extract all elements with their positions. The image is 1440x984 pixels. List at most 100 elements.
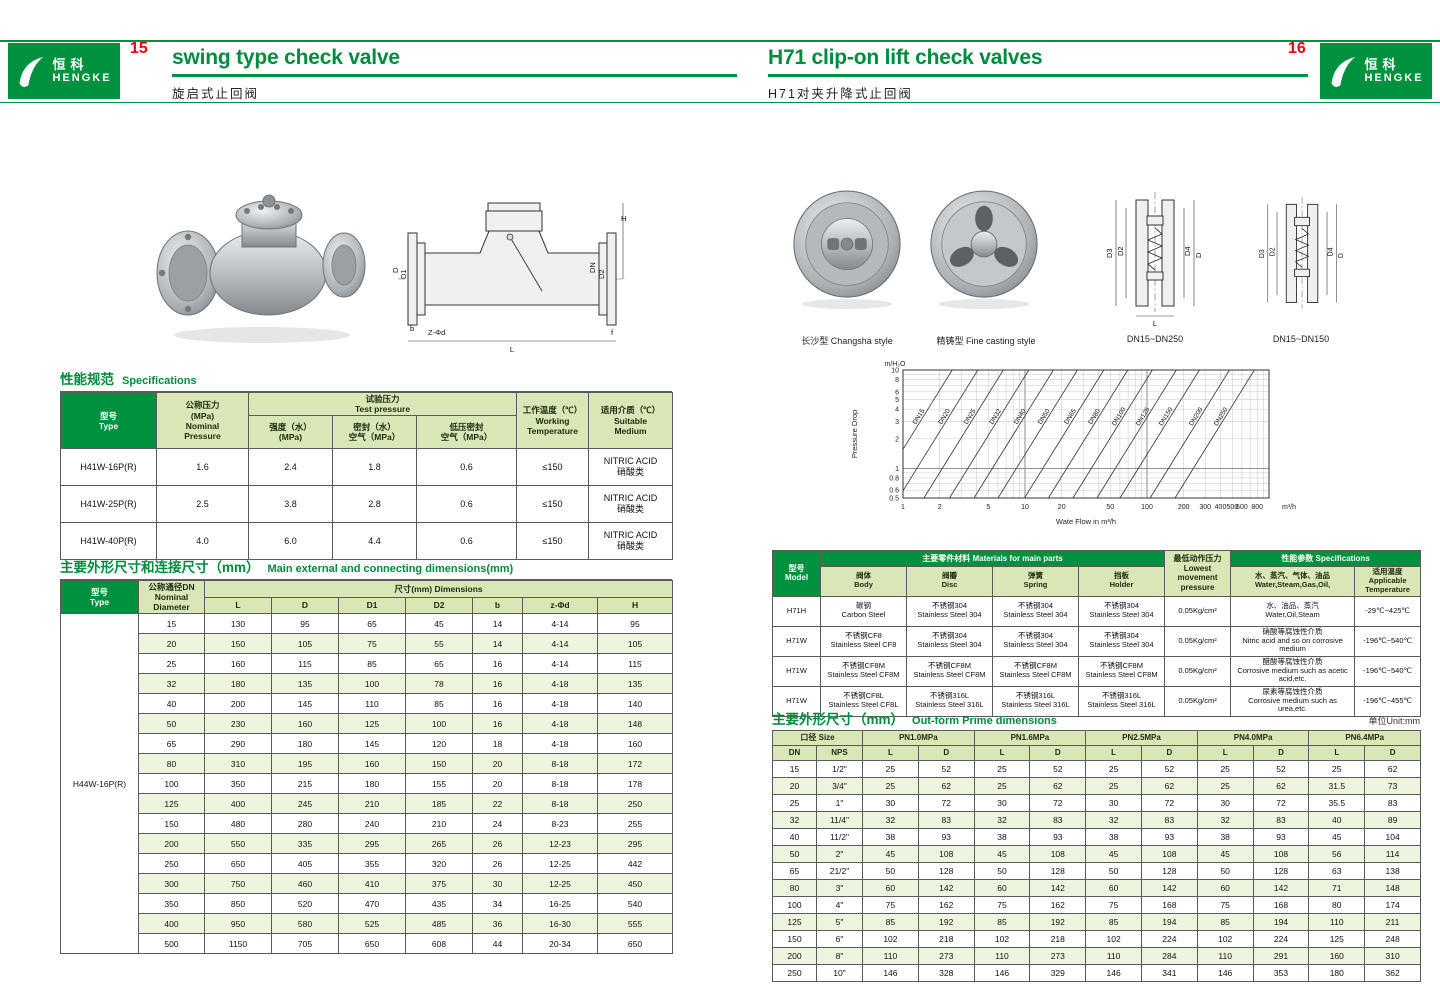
table-cell: 85 [862, 913, 919, 931]
table-cell: 75 [973, 896, 1031, 914]
table-cell: 172 [596, 753, 674, 775]
table-cell: 16 [472, 713, 523, 735]
table-cell: 63 [1308, 862, 1366, 880]
outform-col-size: 口径 Size [771, 730, 864, 746]
table-cell: 89 [1364, 811, 1421, 829]
table-cell: 1.8 [332, 448, 417, 487]
table-cell: 162 [917, 896, 975, 914]
table-cell: 95 [596, 613, 674, 635]
outform-col-nps: NPS [815, 745, 864, 761]
table-cell: 110 [1085, 947, 1142, 965]
table-cell: 4-18 [522, 713, 598, 735]
table-cell: -196℃~540℃ [1354, 655, 1422, 687]
table-cell: 6" [815, 930, 864, 948]
table-cell: 135 [271, 673, 339, 695]
table-cell: 65 [138, 733, 205, 755]
dimension-annotations: L H D D1 DN D2 Z-Φd b f [391, 203, 626, 354]
table-cell: 水、油品、蒸汽 Water,Oil,Steam [1230, 595, 1356, 627]
table-cell: 16-25 [522, 893, 598, 915]
dims-col-type: 型号 Type [60, 579, 139, 615]
table-cell: 128 [1252, 862, 1310, 880]
outform-col-pn40: PN4.0MPa [1196, 730, 1310, 746]
table-cell: 450 [596, 873, 674, 895]
table-cell: 100 [338, 673, 406, 695]
table-cell: 350 [138, 893, 205, 915]
wafer-valve-photo-casting [925, 184, 1043, 312]
table-cell: 83 [1252, 811, 1310, 829]
table-cell: 15 [138, 613, 205, 635]
table-cell: 52 [1029, 760, 1087, 778]
table-cell: 83 [1029, 811, 1087, 829]
materials-col-holder: 挡板 Holder [1077, 566, 1166, 597]
table-cell: 30 [1196, 794, 1254, 812]
svg-text:20: 20 [1058, 504, 1066, 511]
svg-text:2: 2 [938, 504, 942, 511]
svg-text:2: 2 [895, 436, 899, 443]
table-cell: 250 [772, 964, 817, 982]
table-cell: 72 [1252, 794, 1310, 812]
table-cell: 62 [1364, 760, 1421, 778]
table-cell: 550 [204, 833, 272, 855]
table-cell: 60 [1085, 879, 1142, 897]
table-cell: 11/4" [815, 811, 864, 829]
logo-text-cn: 恒科 [1364, 56, 1401, 72]
table-cell: 26 [472, 833, 523, 855]
table-cell: 4-14 [522, 653, 598, 675]
table-cell: 310 [204, 753, 272, 775]
materials-group-parts: 主要零件材料 Materials for main parts [819, 550, 1166, 567]
table-cell: 210 [338, 793, 406, 815]
table-cell: 16 [472, 693, 523, 715]
outform-col-L: L [1085, 745, 1142, 761]
table-cell: 10" [815, 964, 864, 982]
svg-text:200: 200 [1178, 504, 1190, 511]
section-title-cn: 性能规范 [60, 372, 114, 387]
dim-label-H: H [621, 214, 626, 223]
table-cell: 21/2" [815, 862, 864, 880]
svg-text:300: 300 [1199, 504, 1211, 511]
table-cell: 148 [596, 713, 674, 735]
table-cell: 160 [338, 753, 406, 775]
table-cell: 291 [1252, 947, 1310, 965]
table-cell: 115 [271, 653, 339, 675]
table-cell: 20 [138, 633, 205, 655]
table-cell: 38 [1085, 828, 1142, 846]
table-cell: 180 [1308, 964, 1366, 982]
table-cell: 尿素等腐蚀性介质 Corrosive medium such as urea,e… [1230, 685, 1356, 717]
table-cell: 34 [472, 893, 523, 915]
dim-label-D2: D2 [1269, 247, 1276, 256]
hengke-leaf-icon [19, 56, 44, 87]
table-cell: 72 [917, 794, 975, 812]
svg-text:5: 5 [895, 397, 899, 404]
table-cell: 38 [862, 828, 919, 846]
table-cell: 353 [1252, 964, 1310, 982]
table-cell: 75 [338, 633, 406, 655]
table-cell: 32 [862, 811, 919, 829]
table-cell: 62 [917, 777, 975, 795]
svg-text:5: 5 [986, 504, 990, 511]
spec-col-type: 型号 Type [60, 391, 157, 450]
table-cell: ≤150 [516, 448, 590, 487]
table-cell: 0.05Kg/cm² [1164, 655, 1232, 687]
spec-col-low: 低压密封 空气（MPa） [415, 415, 518, 450]
table-cell: 350 [204, 773, 272, 795]
materials-col-media: 水、蒸汽、气体、油品 Water,Steam,Gas,Oil, [1230, 566, 1356, 597]
table-cell: 110 [1308, 913, 1366, 931]
table-cell: 540 [596, 893, 674, 915]
table-cell: 60 [973, 879, 1031, 897]
hengke-logo-left: 恒科 HENGKE [8, 43, 120, 99]
outform-col-L: L [862, 745, 919, 761]
table-cell: 52 [917, 760, 975, 778]
logo-texts: 恒科 HENGKE [1364, 56, 1423, 84]
table-cell: 83 [917, 811, 975, 829]
